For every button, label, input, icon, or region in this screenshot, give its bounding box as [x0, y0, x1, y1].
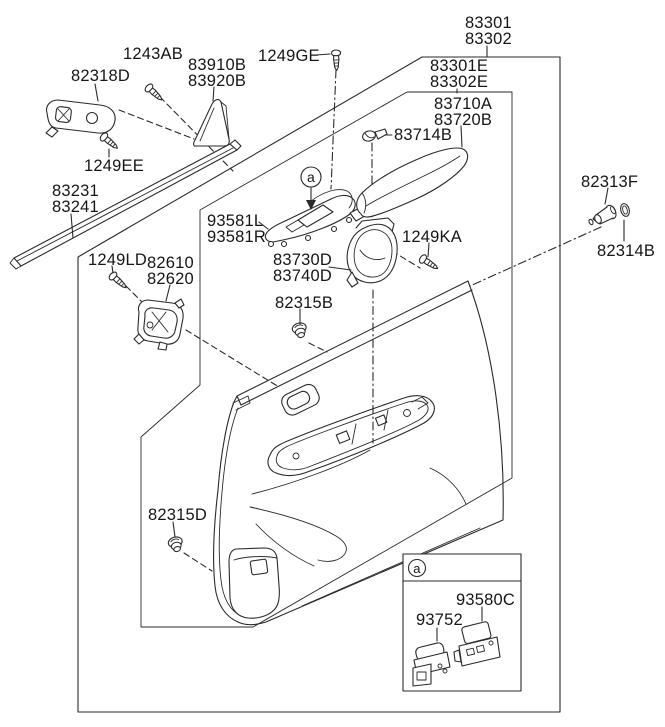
- label-door-lock-switch: 93752: [416, 611, 463, 629]
- label-belt-weatherstrip-1: 83231: [52, 182, 99, 200]
- handle-cutout: [281, 383, 320, 416]
- panel-bracket-outline: [140, 91, 513, 628]
- label-door-pull-handle-2: 83740D: [273, 267, 332, 285]
- label-screw-1249ee: 1249EE: [84, 157, 144, 175]
- screw-1249ge-drawing: [330, 49, 342, 72]
- door-lock-switch-drawing: [412, 642, 451, 687]
- detail-inset-box: [402, 553, 522, 692]
- screw-1249ka-drawing: [417, 252, 441, 273]
- label-retainer-pin: 82313F: [581, 173, 638, 191]
- bracket-82318d-drawing: [45, 99, 116, 138]
- armrest-clip-drawing: [362, 128, 388, 142]
- leader-lines-solid: [70, 45, 625, 642]
- screw-1249ld-drawing: [107, 270, 130, 292]
- label-screw-1249ld: 1249LD: [88, 251, 147, 269]
- detail-marker-letter: a: [307, 169, 315, 185]
- armrest-opening: [267, 395, 435, 476]
- label-window-switch-bezel-1: 93581L: [207, 212, 263, 230]
- label-delta-garnish-1: 83910B: [188, 56, 246, 74]
- label-bracket-82318d: 82318D: [71, 67, 130, 85]
- label-screw-1243ab: 1243AB: [123, 45, 183, 63]
- assembly-bracket-outline: [77, 56, 561, 713]
- label-trim-assembly-2: 83302: [465, 30, 512, 48]
- screw-1243ab-drawing: [143, 82, 166, 104]
- label-grommet-82315d: 82315D: [148, 506, 207, 524]
- detail-marker-callout: [300, 166, 322, 210]
- label-belt-weatherstrip-2: 83241: [52, 198, 99, 216]
- label-inside-handle-2: 82620: [147, 270, 194, 288]
- label-power-window-switch: 93580C: [456, 591, 515, 609]
- door-pull-handle-drawing: [346, 217, 398, 288]
- label-trim-panel-1: 83301E: [430, 57, 488, 75]
- leader-lines-dashed: [118, 69, 602, 572]
- label-inside-handle-1: 82610: [147, 254, 194, 272]
- label-door-pull-handle-1: 83730D: [273, 251, 332, 269]
- label-armrest-clip: 83714B: [394, 126, 452, 144]
- pin-ring-drawing: [620, 203, 630, 217]
- door-trim-panel-drawing: [213, 280, 504, 626]
- label-trim-panel-2: 83302E: [430, 73, 488, 91]
- label-armrest-2: 83720B: [434, 111, 492, 129]
- label-trim-assembly-1: 83301: [465, 14, 512, 32]
- delta-garnish-drawing: [193, 99, 230, 147]
- label-screw-1249ge: 1249GE: [258, 47, 320, 65]
- part-labels: 83301 83302 83301E 83302E 83710A 83720B …: [52, 14, 655, 629]
- label-grommet-82315b: 82315B: [275, 294, 333, 312]
- retainer-pin-drawing: [588, 204, 617, 226]
- label-window-switch-bezel-2: 93581R: [207, 228, 266, 246]
- inset-detail-marker-circle: [407, 558, 427, 578]
- label-delta-garnish-2: 83920B: [188, 72, 246, 90]
- inside-handle-housing-drawing: [133, 298, 185, 351]
- screw-1249ee-drawing: [98, 130, 121, 153]
- label-armrest-1: 83710A: [434, 95, 492, 113]
- label-screw-1249ka: 1249KA: [402, 228, 462, 246]
- armrest-drawing: [356, 147, 469, 218]
- belt-weatherstrip-drawing: [9, 139, 242, 270]
- power-window-switch-drawing: [453, 621, 501, 667]
- label-pin-ring: 82314B: [597, 242, 655, 260]
- inset-detail-marker-letter: a: [413, 561, 421, 576]
- grommet-82315d-drawing: [166, 534, 186, 554]
